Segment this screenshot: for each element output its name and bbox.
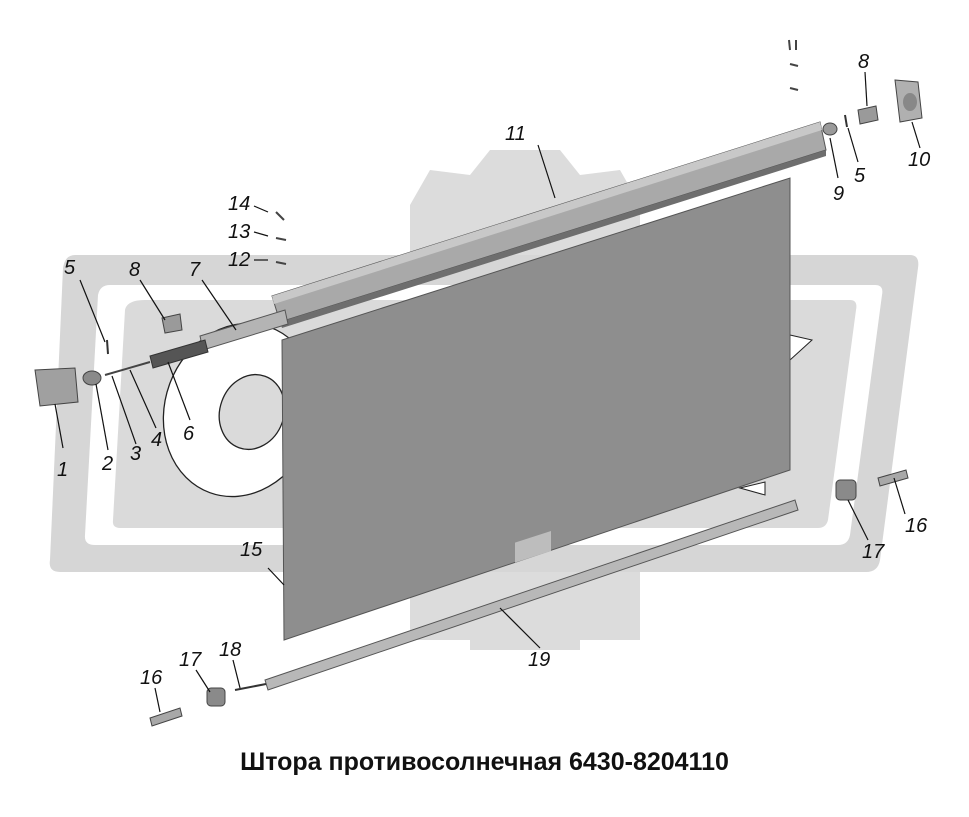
shade-handle xyxy=(515,530,551,563)
rod-pin-18 xyxy=(234,683,267,691)
cap-17-left xyxy=(206,687,226,707)
callout-5-right: 5 xyxy=(854,165,866,187)
leader-lines xyxy=(54,71,921,713)
callout-9: 9 xyxy=(833,183,844,205)
callout-5-left: 5 xyxy=(64,257,76,279)
bushing-8-right xyxy=(857,105,879,125)
callout-19: 19 xyxy=(528,649,550,671)
callout-17-left: 17 xyxy=(179,649,202,671)
callout-16-right: 16 xyxy=(905,515,928,537)
callout-labels: 1 2 3 4 5 6 7 8 5 8 9 10 11 12 13 14 15 … xyxy=(57,51,930,689)
bottom-rod xyxy=(264,499,799,691)
end-cap-left xyxy=(34,367,79,407)
callout-12: 12 xyxy=(228,249,250,271)
callout-2: 2 xyxy=(101,453,113,475)
callout-18: 18 xyxy=(219,639,241,661)
callout-7: 7 xyxy=(189,259,201,281)
plug-16-right xyxy=(877,469,909,487)
screws-left xyxy=(275,211,287,265)
top-tube xyxy=(271,121,827,328)
plug-16-left xyxy=(149,707,183,727)
callout-4: 4 xyxy=(151,429,162,451)
bushing-9-right xyxy=(822,122,838,136)
callout-3: 3 xyxy=(130,443,141,465)
callout-1: 1 xyxy=(57,459,68,481)
pin-5-left xyxy=(106,339,109,355)
shade-panel xyxy=(281,177,791,641)
callout-17-right: 17 xyxy=(862,541,885,563)
pin-5-right xyxy=(844,114,848,128)
bushing-8-left xyxy=(161,313,183,334)
diagram-caption: Штора противосолнечная 6430-8204110 xyxy=(240,748,729,776)
callout-14: 14 xyxy=(228,193,250,215)
callout-16-left: 16 xyxy=(140,667,163,689)
cap-17-right xyxy=(835,479,857,501)
spring xyxy=(149,339,209,369)
pin-left xyxy=(104,361,151,376)
callout-6: 6 xyxy=(183,423,195,445)
screws-right xyxy=(788,39,799,91)
callout-15: 15 xyxy=(240,539,263,561)
callout-8-left: 8 xyxy=(129,259,140,281)
callout-10: 10 xyxy=(908,149,930,171)
callout-8-right: 8 xyxy=(858,51,869,73)
bushing-left xyxy=(82,370,102,386)
callout-13: 13 xyxy=(228,221,250,243)
callout-11: 11 xyxy=(505,123,526,145)
